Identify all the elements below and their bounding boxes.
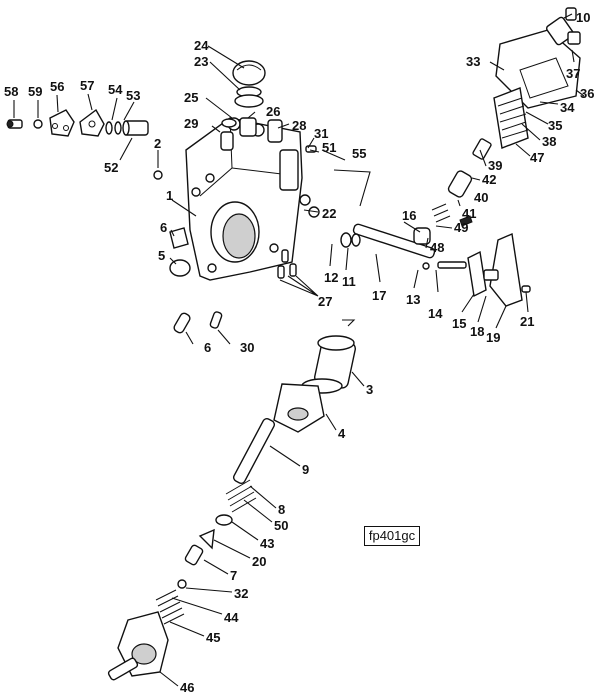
callout-36: 36 — [580, 86, 594, 101]
drive-train — [107, 335, 356, 681]
callout-42: 42 — [482, 172, 496, 187]
callout-1: 1 — [166, 188, 173, 203]
callout-32: 32 — [234, 586, 248, 601]
cover-plate-assembly — [6, 108, 149, 137]
callout-52: 52 — [104, 160, 118, 175]
callout-54: 54 — [108, 82, 123, 97]
callout-2: 2 — [154, 136, 161, 151]
callout-22: 22 — [322, 206, 336, 221]
leader-lines — [13, 13, 585, 687]
callout-24: 24 — [194, 38, 209, 53]
callout-35: 35 — [548, 118, 562, 133]
callout-20: 20 — [252, 554, 266, 569]
callout-59: 59 — [28, 84, 42, 99]
callout-7: 7 — [230, 568, 237, 583]
callout-51: 51 — [322, 140, 336, 155]
callout-12: 12 — [324, 270, 338, 285]
callout-5: 5 — [158, 248, 165, 263]
callout-9: 9 — [302, 462, 309, 477]
callout-40: 40 — [474, 190, 488, 205]
callout-47: 47 — [530, 150, 544, 165]
callout-10: 10 — [576, 10, 590, 25]
callout-39: 39 — [488, 158, 502, 173]
callout-25: 25 — [184, 90, 198, 105]
callout-56: 56 — [50, 79, 64, 94]
callout-13: 13 — [406, 292, 420, 307]
callout-41: 41 — [462, 206, 476, 221]
callout-48: 48 — [430, 240, 444, 255]
callout-21: 21 — [520, 314, 534, 329]
lever-plates — [467, 232, 531, 307]
figure-reference-code: fp401gc — [364, 526, 420, 546]
callout-3: 3 — [366, 382, 373, 397]
callout-28: 28 — [292, 118, 306, 133]
callout-6-upper: 6 — [160, 220, 167, 235]
callout-46: 46 — [180, 680, 194, 695]
callout-19: 19 — [486, 330, 500, 345]
callout-38: 38 — [542, 134, 556, 149]
callout-45: 45 — [206, 630, 220, 645]
callout-4: 4 — [338, 426, 346, 441]
callout-17: 17 — [372, 288, 386, 303]
callout-57: 57 — [80, 78, 94, 93]
callout-23: 23 — [194, 54, 208, 69]
callout-6-lower: 6 — [204, 340, 211, 355]
callout-55: 55 — [352, 146, 366, 161]
callout-18: 18 — [470, 324, 484, 339]
callout-11: 11 — [342, 274, 356, 289]
callout-34: 34 — [560, 100, 575, 115]
callout-31: 31 — [314, 126, 328, 141]
governor-assembly — [431, 7, 581, 223]
callout-27: 27 — [318, 294, 332, 309]
callout-37: 37 — [566, 66, 580, 81]
pump-housing — [185, 117, 303, 281]
callout-29: 29 — [184, 116, 198, 131]
callout-49: 49 — [454, 220, 468, 235]
top-plug-stack — [220, 60, 283, 151]
callout-33: 33 — [466, 54, 480, 69]
callout-58: 58 — [4, 84, 18, 99]
callout-50: 50 — [274, 518, 288, 533]
callout-30: 30 — [240, 340, 254, 355]
lever-shaft-assembly — [340, 215, 473, 270]
callout-43: 43 — [260, 536, 274, 551]
callouts: 58 59 56 57 54 53 52 2 1 6 5 6 30 24 23 … — [4, 10, 594, 695]
callout-26: 26 — [266, 104, 280, 119]
housing-small-parts — [153, 145, 320, 334]
callout-14: 14 — [428, 306, 443, 321]
callout-16: 16 — [402, 208, 416, 223]
callout-15: 15 — [452, 316, 466, 331]
callout-53: 53 — [126, 88, 140, 103]
callout-44: 44 — [224, 610, 239, 625]
callout-8: 8 — [278, 502, 285, 517]
